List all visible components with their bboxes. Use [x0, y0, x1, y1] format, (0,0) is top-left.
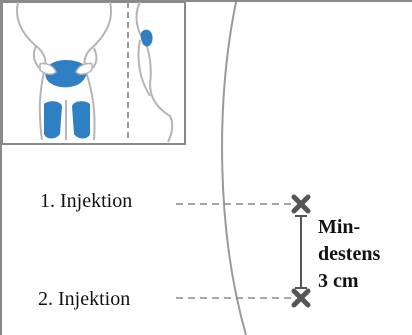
injection-label-1: 1. Injektion [40, 191, 132, 211]
injection-marker-1 [294, 197, 308, 211]
distance-line-2: destens [318, 241, 380, 268]
thigh-area-right [72, 101, 90, 138]
distance-text: Min- destens 3 cm [318, 214, 380, 295]
injection-marker-2 [294, 291, 308, 305]
abdomen-outline-curve [222, 2, 246, 335]
injection-label-2: 2. Injektion [38, 289, 130, 309]
distance-line-1: Min- [318, 214, 380, 241]
thigh-area-left [44, 101, 62, 138]
distance-line-3: 3 cm [318, 268, 380, 295]
